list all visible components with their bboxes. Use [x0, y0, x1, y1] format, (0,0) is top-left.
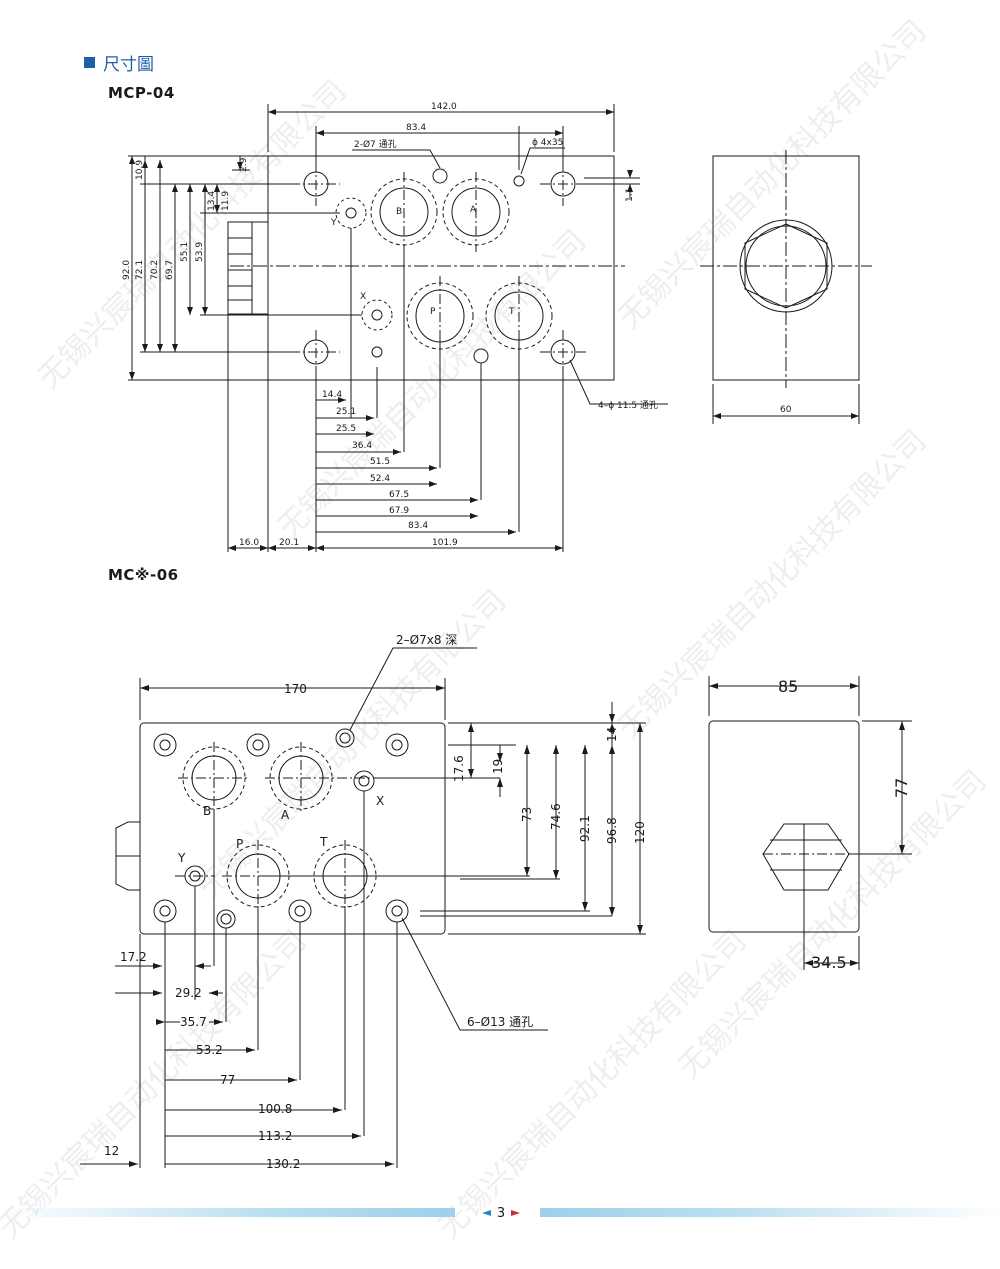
mcp04-dim-920: 92.0 [122, 260, 132, 280]
mcp04-dim-109: 10.9 [135, 160, 145, 180]
mcp04-dim-119: 11.9 [221, 191, 231, 211]
arrow-left-icon [481, 1210, 491, 1216]
mc06-dim-120: 120 [633, 821, 647, 844]
mc06-note-deep: 2–Ø7x8 深 [396, 633, 457, 647]
mcp04-port-x: X [360, 292, 366, 302]
mcp04-dim-134: 13.4 [207, 191, 217, 211]
mc06-dim-14: 14 [605, 727, 619, 742]
mc06-dim-292: 29.2 [175, 986, 202, 1000]
mcp04-port-b: B [396, 207, 402, 217]
mc06-side-width: 85 [778, 677, 798, 696]
mcp04-dim-515: 51.5 [370, 457, 390, 467]
page-number-text: 3 [496, 1205, 506, 1221]
mcp04-dim-1019: 101.9 [432, 538, 458, 548]
mcp04-note-pin: ϕ 4x35 [532, 138, 563, 148]
mcp04-dim-702: 70.2 [150, 260, 160, 280]
mc06-dim-176: 17.6 [452, 755, 466, 782]
model-label-mcp04: MCP-04 [108, 84, 175, 102]
mc06-port-y: Y [177, 851, 186, 865]
mcp04-port-a: A [470, 205, 477, 215]
mcp04-dim-width: 142.0 [431, 102, 457, 112]
mcp04-dim-834: 83.4 [408, 521, 428, 531]
mc06-dim-1008: 100.8 [258, 1102, 292, 1116]
mcp04-dim-364: 36.4 [352, 441, 372, 451]
mc06-dim-968: 96.8 [605, 817, 619, 844]
mc06-dim-1132: 113.2 [258, 1129, 292, 1143]
arrow-right-icon [511, 1210, 521, 1216]
mc06-port-p: P [236, 837, 243, 851]
mc06-dim-77: 77 [220, 1073, 235, 1087]
mc06-side-77: 77 [892, 778, 911, 798]
mc06-dim-357: 35.7 [180, 1015, 207, 1029]
mcp04-dim-675: 67.5 [389, 490, 409, 500]
mcp04-dim-251: 25.1 [336, 407, 356, 417]
mcp04-port-y: Y [330, 218, 337, 228]
mc06-dim-532: 53.2 [196, 1043, 223, 1057]
mcp04-dim-255: 25.5 [336, 424, 356, 434]
mcp04-port-t: T [508, 307, 515, 317]
mcp04-dim-160: 16.0 [239, 538, 259, 548]
mc06-side-345: 34.5 [811, 953, 847, 972]
mc06-note-through: 6–Ø13 通孔 [467, 1015, 533, 1029]
mcp04-port-p: P [430, 307, 436, 317]
mc06-port-x: X [376, 794, 384, 808]
mcp04-dim-551: 55.1 [180, 242, 190, 262]
mc06-dim-172: 17.2 [120, 950, 147, 964]
mc06-dim-19: 19 [491, 759, 505, 774]
footer-bar-right [540, 1208, 1000, 1217]
mcp04-dim-679: 67.9 [389, 506, 409, 516]
mcp04-side-width: 60 [780, 405, 792, 415]
mcp04-dim-721: 72.1 [135, 260, 145, 280]
mc06-port-t: T [319, 835, 328, 849]
mc06-dim-921: 92.1 [578, 815, 592, 842]
mcp04-note-holes: 2-Ø7 通孔 [354, 139, 397, 150]
mc06-dim-746: 74.6 [549, 803, 563, 830]
mcp04-dim-201: 20.1 [279, 538, 299, 548]
mcp04-dim-697: 69.7 [165, 260, 175, 280]
mc06-dim-12: 12 [104, 1144, 119, 1158]
mcp04-dim-29: 2.9 [239, 157, 249, 172]
page-number: 3 [466, 1203, 536, 1223]
mc06-dim-width: 170 [284, 682, 307, 696]
square-icon [84, 57, 95, 68]
mc06-port-a: A [281, 808, 290, 822]
mc06-dim-73: 73 [520, 807, 534, 822]
section-heading: 尺寸圖 [84, 50, 154, 75]
mc06-port-b: B [203, 804, 211, 818]
mcp04-dim-524: 52.4 [370, 474, 390, 484]
footer-bar-left [0, 1208, 455, 1217]
mcp04-dim-144: 14.4 [322, 390, 342, 400]
section-title: 尺寸圖 [103, 55, 154, 75]
mcp04-dim-11: 1.1 [625, 188, 635, 202]
model-label-mc06: MC※-06 [108, 566, 179, 584]
mc06-dim-1302: 130.2 [266, 1157, 300, 1171]
mcp04-note-through: 4–ϕ 11.5 通孔 [598, 400, 658, 411]
mcp04-dim-834-top: 83.4 [406, 123, 426, 133]
mcp04-dim-539: 53.9 [195, 242, 205, 262]
